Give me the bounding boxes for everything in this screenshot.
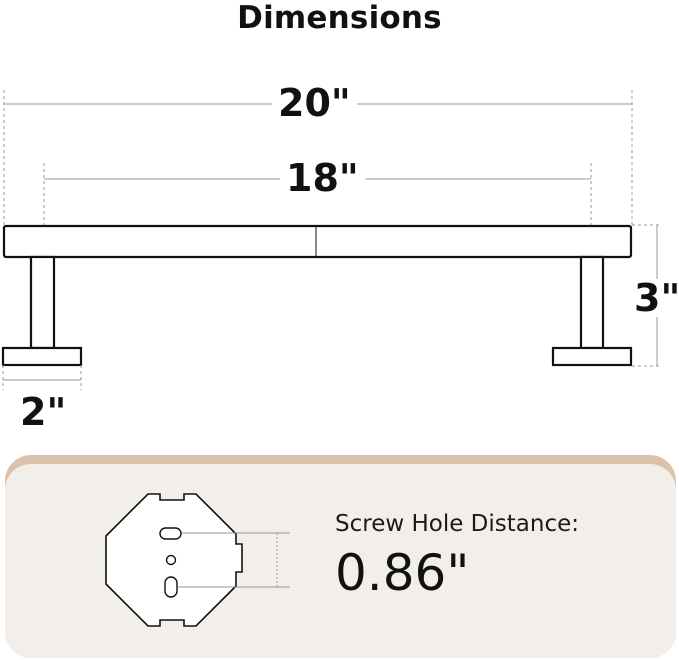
page-title: Dimensions (237, 0, 442, 36)
stand-drawing (1, 90, 662, 390)
screw-hole-middle (165, 554, 177, 566)
screw-slot-bottom (164, 576, 178, 598)
left-leg (29, 255, 56, 350)
mounting-plate-diagram (105, 493, 290, 627)
dim-label-height: 3" (632, 279, 679, 317)
screw-slot-top (159, 527, 182, 540)
screw-hole-distance-value: 0.86" (335, 544, 470, 602)
left-foot (1, 346, 83, 367)
stand-top-board (2, 224, 633, 259)
right-leg (579, 255, 605, 350)
dim-label-leg-span: 18" (280, 159, 365, 197)
dim-label-overall-width: 20" (272, 84, 357, 122)
dim-label-foot-width: 2" (18, 390, 69, 434)
right-foot (551, 346, 633, 367)
screw-hole-distance-label: Screw Hole Distance: (335, 511, 580, 537)
